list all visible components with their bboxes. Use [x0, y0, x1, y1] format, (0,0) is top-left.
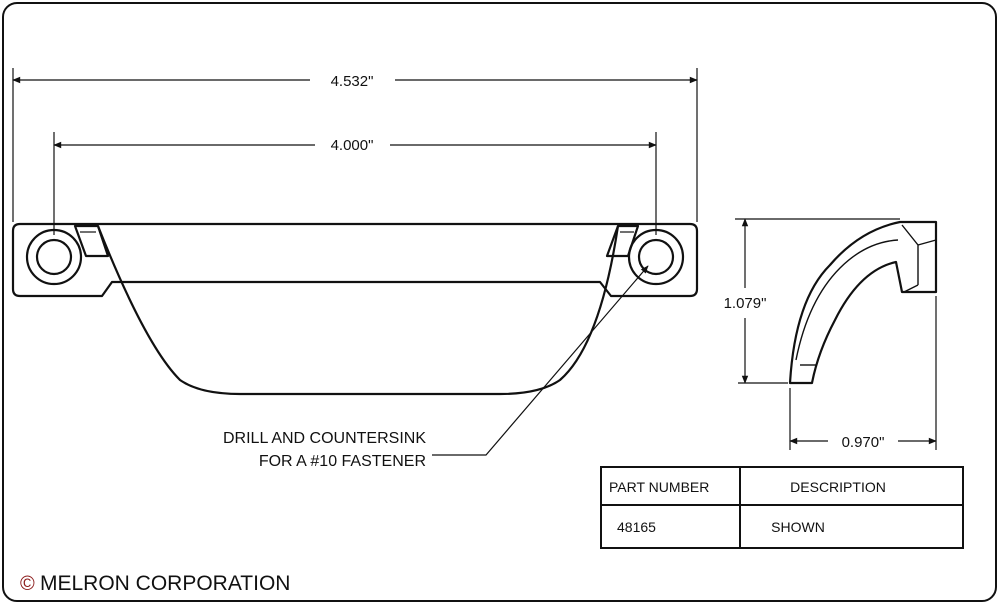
parts-table	[600, 466, 964, 549]
side-profile-outer	[788, 220, 938, 385]
dimension-lines	[12, 68, 937, 456]
right-hole-inner	[637, 238, 675, 276]
left-hole-outer	[25, 228, 83, 286]
table-header-part-number: PART NUMBER	[609, 479, 709, 495]
side-profile-inner	[795, 239, 899, 361]
table-header-description: DESCRIPTION	[790, 479, 886, 495]
copyright-symbol: ©	[20, 573, 35, 595]
cup-outline	[96, 225, 620, 396]
table-cell-description: SHOWN	[771, 519, 825, 535]
side-view	[788, 220, 938, 385]
note-line-1: DRILL AND COUNTERSINK	[223, 430, 426, 447]
company-name: MELRON CORPORATION	[40, 572, 290, 595]
table-cell-part-number: 48165	[617, 519, 656, 535]
left-ramp	[73, 224, 110, 258]
hole-spacing-label: 4.000"	[331, 137, 374, 154]
left-hole-inner	[35, 238, 73, 276]
depth-label: 0.970"	[842, 434, 885, 451]
flange-outline	[11, 222, 699, 298]
front-view	[11, 222, 699, 396]
right-hole-outer	[627, 228, 685, 286]
note-line-2: FOR A #10 FASTENER	[259, 453, 426, 470]
note-leader	[432, 265, 649, 456]
height-label: 1.079"	[724, 295, 767, 312]
overall-length-label: 4.532"	[331, 73, 374, 90]
